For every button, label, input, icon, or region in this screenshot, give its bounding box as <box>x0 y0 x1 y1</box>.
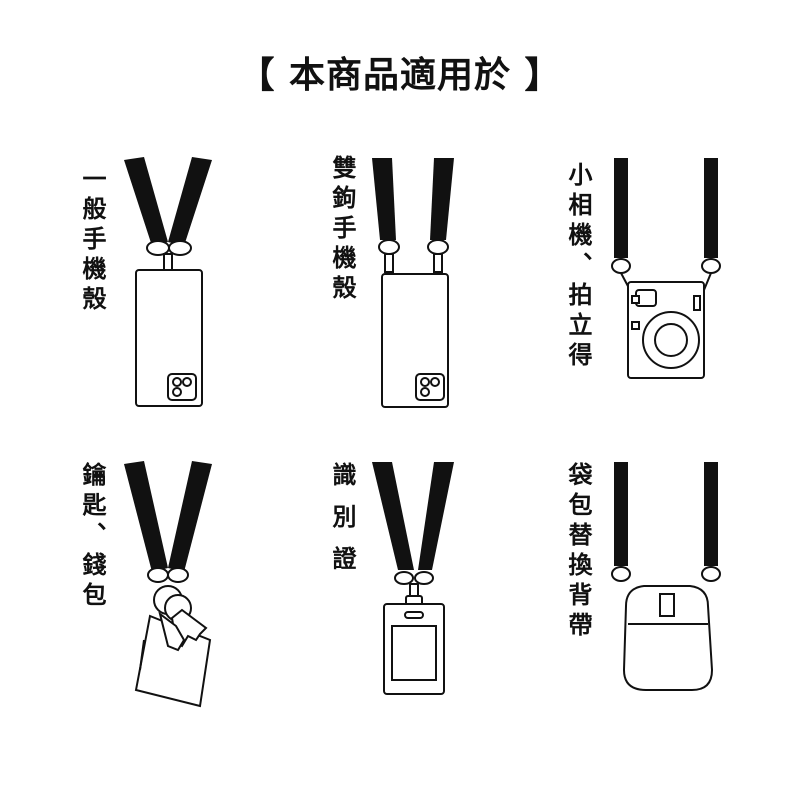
label-keys-wallet: 鑰匙、錢包 <box>78 462 106 612</box>
phone-case-illustration <box>124 157 212 407</box>
label-double-hook-phone-case: 雙鉤手機殼 <box>328 155 356 305</box>
label-bag-strap: 袋包替換背帶 <box>564 462 592 642</box>
double-hook-phone-case-illustration <box>372 158 454 408</box>
page-title: 【 本商品適用於 】 <box>238 55 562 96</box>
label-camera: 小相機、拍立得 <box>564 162 592 372</box>
bag-illustration <box>611 462 721 691</box>
keys-wallet-illustration <box>124 461 212 708</box>
label-phone-case: 一般手機殼 <box>78 166 106 316</box>
id-badge-illustration <box>372 462 454 695</box>
camera-illustration <box>611 158 721 379</box>
label-id-badge: 識別證 <box>328 462 356 588</box>
